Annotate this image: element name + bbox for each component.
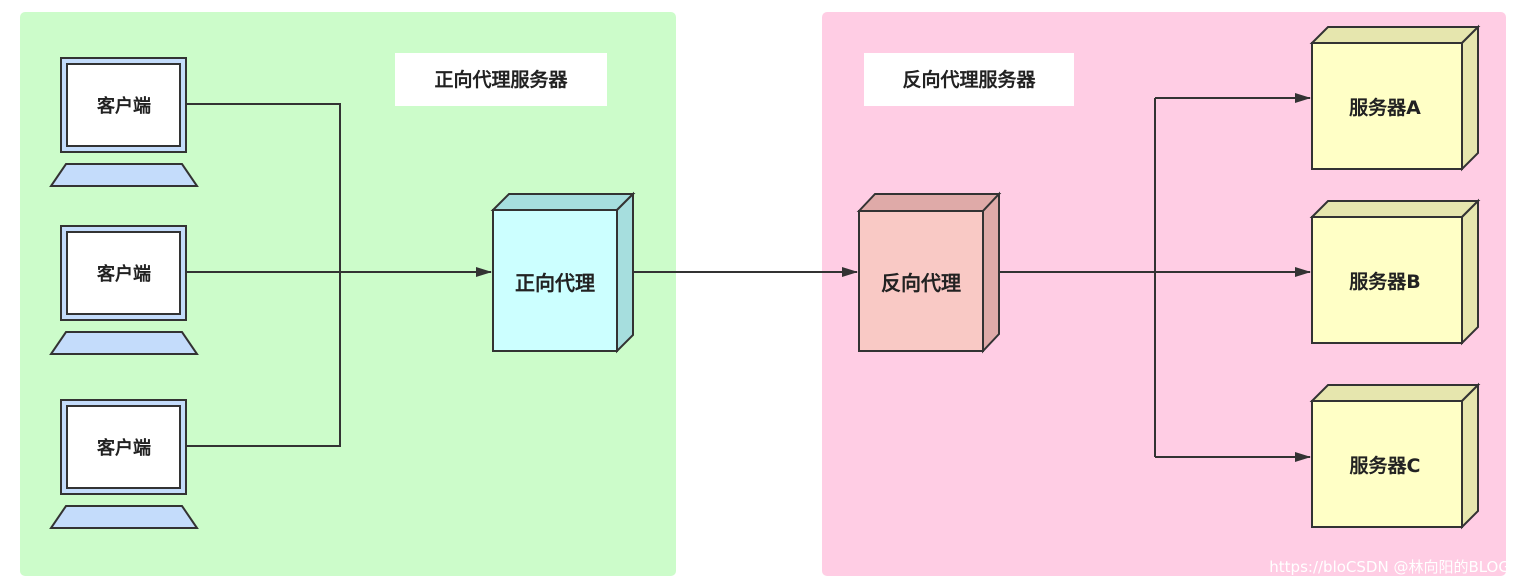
server-side: [1461, 198, 1479, 346]
server-side: [1461, 24, 1479, 172]
client-screen: [66, 405, 181, 489]
watermark-text: https://bloCSDN @林向阳的BLOG: [1269, 558, 1510, 576]
client-screen: [66, 63, 181, 147]
server-label: 服务器A: [1349, 96, 1421, 119]
reverse-proxy-node: 反向代理: [856, 191, 1002, 354]
forward-proxy-top: [490, 193, 636, 211]
server-node: 服务器C: [1309, 382, 1481, 530]
reverse-proxy-front: [858, 210, 984, 352]
reverse-connectors: [999, 93, 1311, 462]
reverse-proxy-label: 反向代理: [881, 271, 961, 295]
client-computer: 客户端: [49, 57, 199, 187]
server-top: [1309, 26, 1481, 44]
server-label: 服务器B: [1349, 270, 1420, 293]
client-label: 客户端: [97, 263, 151, 285]
reverse-proxy-top: [856, 193, 1002, 212]
client-screen: [66, 231, 181, 315]
forward-proxy-front: [492, 209, 618, 352]
server-node: 服务器A: [1309, 24, 1481, 172]
forward-proxy-label: 正向代理: [515, 271, 595, 295]
server-top: [1309, 384, 1481, 402]
client-computer: 客户端: [49, 399, 199, 529]
reverse-proxy-side: [982, 191, 1000, 354]
server-side: [1461, 382, 1479, 530]
client-label: 客户端: [97, 95, 151, 117]
forward-proxy-node: 正向代理: [490, 191, 636, 354]
client-label: 客户端: [97, 437, 151, 459]
client-computer: 客户端: [49, 225, 199, 355]
client-3-connector: [186, 272, 341, 447]
client-keyboard: [49, 163, 199, 187]
server-label: 服务器C: [1350, 454, 1421, 477]
server-top: [1309, 200, 1481, 218]
client-1-connector: [186, 103, 341, 272]
server-front: [1311, 216, 1463, 344]
server-front: [1311, 42, 1463, 170]
reverse-title-box: [864, 53, 1074, 106]
client-keyboard: [49, 505, 199, 529]
reverse-title: 反向代理服务器: [902, 68, 1036, 91]
server-node: 服务器B: [1309, 198, 1481, 346]
forward-connectors: [186, 103, 492, 447]
server-front: [1311, 400, 1463, 528]
client-keyboard: [49, 331, 199, 355]
forward-title-box: [395, 53, 607, 106]
client-list: 客户端 客户端 客户端: [49, 57, 199, 529]
forward-proxy-side: [616, 191, 634, 354]
server-list: 服务器A 服务器B 服务器C: [1309, 24, 1481, 530]
forward-title: 正向代理服务器: [434, 68, 568, 91]
